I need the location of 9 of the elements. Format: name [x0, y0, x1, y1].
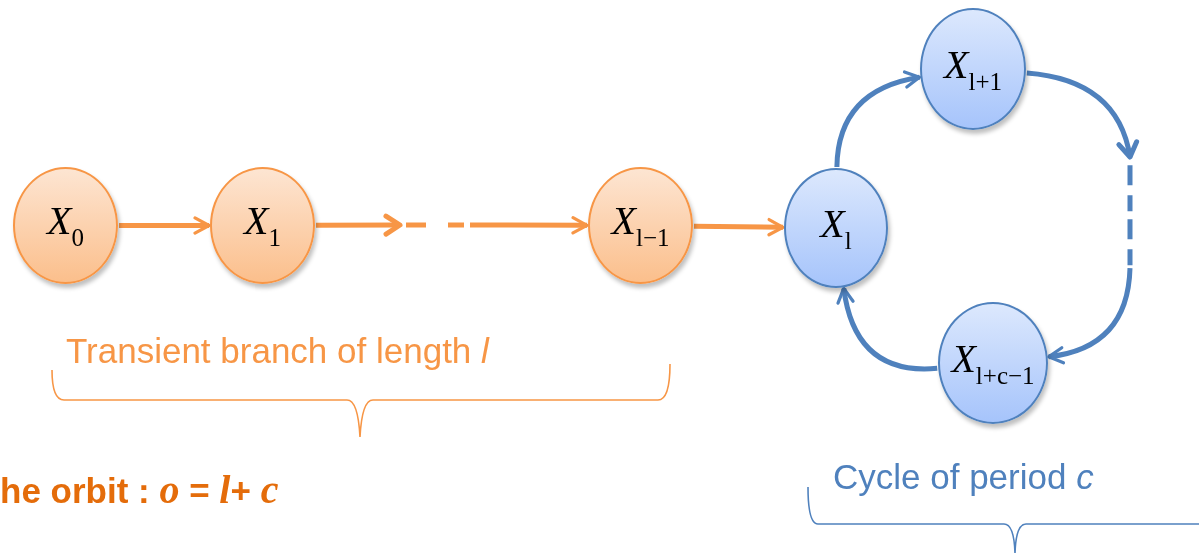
state-label: X$_{l}$	[820, 203, 852, 253]
orbit-length-formula: he orbit : o = l+ c	[0, 470, 279, 510]
brace-label: Transient branch of length l	[66, 333, 489, 368]
state-label: X$_{1}$	[244, 201, 281, 250]
state-label: X$_{l+1}$	[944, 44, 1002, 94]
state-label: X$_{l+c−1}$	[951, 338, 1035, 388]
state-label: X$_{0}$	[47, 201, 84, 250]
state-label: X$_{l−1}$	[611, 201, 670, 250]
brace-label: Cycle of period c	[833, 459, 1094, 494]
